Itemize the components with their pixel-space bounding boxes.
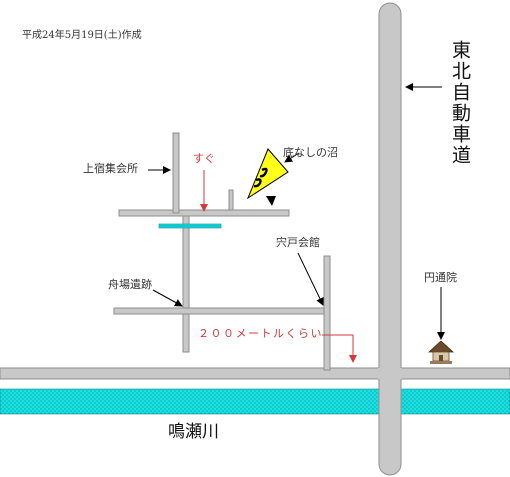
pointer-arrow-icon: [148, 83, 445, 340]
river-label: 鳴瀬川: [168, 422, 219, 442]
temple-icon: [427, 340, 455, 364]
main-road: [0, 367, 510, 380]
kamiyado-label: 上宿集会所: [83, 162, 138, 175]
local-roads: [113, 132, 331, 371]
shishido-label: 宍戸会館: [276, 236, 320, 249]
highway-label: 東北自動車道: [449, 40, 471, 166]
highway-road: [378, 2, 402, 476]
entsuin-label: 円通院: [424, 271, 457, 284]
red-arrows: [200, 170, 357, 363]
pond-label: 底なしの沼: [283, 146, 338, 159]
warning-sign-icon: [246, 148, 289, 206]
creation-date: 平成24年5月19日(土)作成: [22, 30, 142, 41]
funaba-label: 舟場遺跡: [108, 278, 152, 291]
distance-label: ２００メートルくらい: [198, 327, 323, 340]
sugu-label: すぐ: [193, 152, 215, 165]
river: [0, 388, 510, 415]
canal: [158, 223, 222, 229]
